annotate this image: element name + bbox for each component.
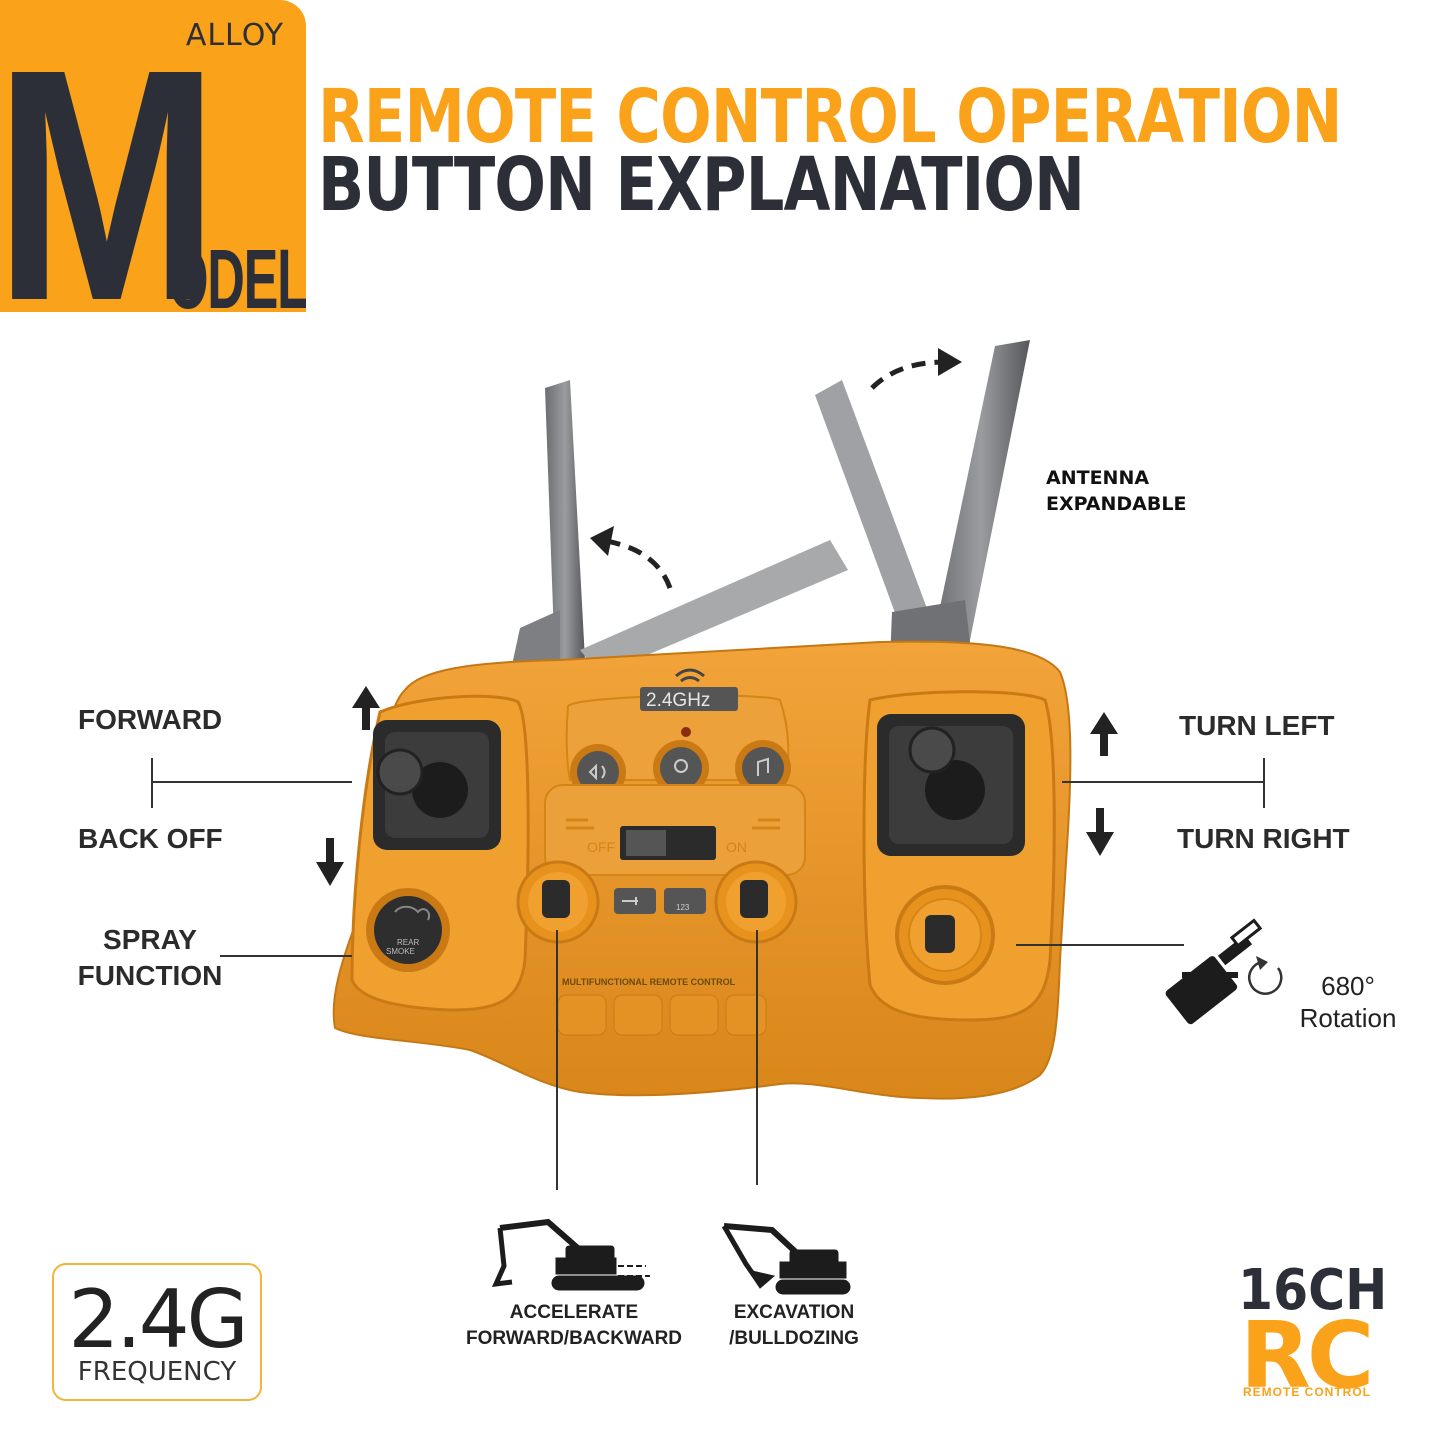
antenna-label-line2: EXPANDABLE (1046, 493, 1187, 515)
frequency-badge: 2.4G FREQUENCY (52, 1263, 262, 1401)
turn-right-arrow-icon (1086, 808, 1114, 856)
smoke-button-label-2: SMOKE (386, 947, 415, 956)
brand-logo: ALLOY M ODEL (0, 0, 306, 312)
callout-lines (151, 758, 1265, 1190)
left-antenna (545, 380, 585, 664)
rotation-knob[interactable] (895, 885, 995, 985)
antenna-label-line1: ANTENNA (1046, 467, 1150, 489)
rc-logo-caption: REMOTE CONTROL (1243, 1385, 1371, 1399)
spray-label-line1: SPRAY (103, 924, 197, 955)
rotation-icon (1165, 918, 1283, 1025)
forward-arrow-icon (352, 686, 380, 730)
music-button[interactable] (735, 740, 791, 796)
antenna-group (512, 340, 1030, 675)
antenna-label: ANTENNA EXPANDABLE (1046, 465, 1186, 517)
rotation-label: 680° Rotation (1288, 970, 1408, 1034)
back-arrow-icon (316, 838, 344, 886)
switch-on-label: ON (726, 839, 747, 855)
accelerate-label-line2: FORWARD/BACKWARD (465, 1328, 683, 1349)
accelerate-label: ACCELERATE FORWARD/BACKWARD (446, 1300, 702, 1352)
wifi-signal-icon (675, 668, 705, 683)
brand-odel-text: ODEL (168, 232, 306, 312)
frequency-display-text: 2.4GHz (646, 690, 710, 711)
accelerate-label-line1: ACCELERATE (509, 1302, 639, 1323)
excavation-label-line1: EXCAVATION (733, 1302, 855, 1323)
turn-right-label: TURN RIGHT (1177, 823, 1350, 854)
key-icon (622, 897, 638, 905)
spray-label-line2: FUNCTION (77, 960, 223, 991)
power-led (681, 727, 691, 737)
rc-logo: RC (1240, 1302, 1374, 1409)
mode-123-button[interactable]: 123 (664, 888, 706, 914)
rotation-label-text: Rotation (1299, 1003, 1397, 1033)
brand-m-letter: M (0, 0, 219, 313)
spray-function-label: SPRAY FUNCTION (40, 922, 260, 994)
excavation-label-line2: /BULLDOZING (729, 1328, 859, 1349)
left-antenna-folded (580, 540, 848, 675)
mode-button-label: 123 (676, 903, 690, 912)
music-note-icon (757, 757, 769, 776)
back-off-label: BACK OFF (78, 823, 223, 854)
left-lever-stick[interactable] (516, 860, 600, 944)
key-button[interactable] (614, 888, 656, 914)
switch-off-label: OFF (587, 839, 615, 855)
brand-alloy-text: ALLOY (185, 18, 284, 53)
excavator-accelerate-icon (491, 1218, 650, 1291)
page-title-line2: BUTTON EXPLANATION (318, 142, 1085, 228)
right-lever-stick[interactable] (714, 860, 798, 944)
excavation-label: EXCAVATION /BULLDOZING (696, 1300, 892, 1352)
power-switch[interactable] (620, 826, 716, 860)
antenna-arrow-left (599, 537, 673, 589)
right-joystick[interactable] (877, 714, 1025, 856)
rotation-label-degrees: 680° (1321, 971, 1375, 1001)
right-antenna-folded (815, 380, 935, 640)
frequency-badge-caption: FREQUENCY (77, 1357, 237, 1387)
excavator-digging-icon (721, 1223, 851, 1295)
frequency-display (640, 687, 738, 711)
turn-left-arrow-icon (1090, 712, 1118, 756)
channel-count: 16CH (1238, 1258, 1388, 1323)
antenna-arrow-right (870, 359, 946, 390)
rear-smoke-button[interactable]: REAR SMOKE (366, 888, 450, 972)
horn-icon (588, 763, 606, 781)
frequency-badge-value: 2.4G (68, 1273, 248, 1366)
light-button[interactable] (653, 740, 709, 796)
smoke-icon (394, 905, 430, 921)
page-title-line1: REMOTE CONTROL OPERATION (318, 74, 1342, 160)
turn-left-label: TURN LEFT (1179, 710, 1335, 741)
panel-label: MULTIFUNCTIONAL REMOTE CONTROL (562, 977, 736, 987)
right-antenna (932, 340, 1030, 650)
light-bulb-icon (674, 759, 688, 773)
forward-label: FORWARD (78, 704, 223, 735)
smoke-button-label-1: REAR (397, 938, 419, 947)
left-joystick[interactable] (373, 720, 501, 850)
